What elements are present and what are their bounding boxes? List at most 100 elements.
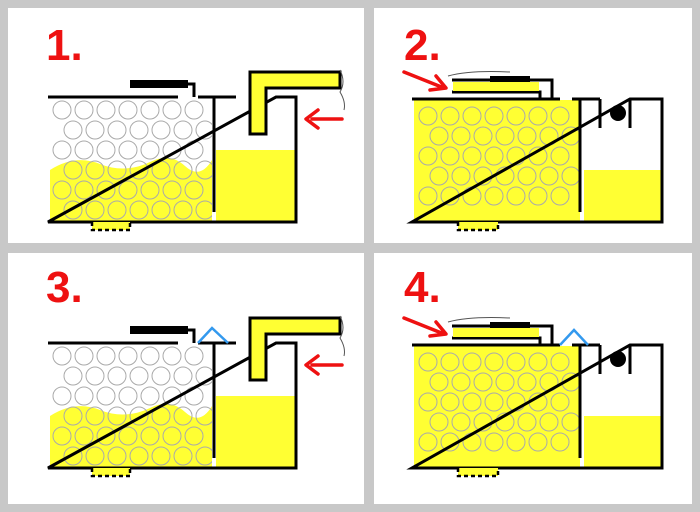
bubble — [184, 426, 204, 446]
bubble — [184, 180, 204, 200]
valve-stem — [186, 82, 196, 97]
bubble — [451, 412, 471, 432]
bubble — [63, 446, 83, 466]
panel-step-2: 2. — [374, 8, 692, 243]
bubble — [107, 160, 127, 180]
bubble — [96, 386, 116, 406]
bubble — [85, 120, 105, 140]
bubble — [74, 100, 94, 120]
liquid-main — [50, 403, 212, 468]
bubble — [195, 200, 212, 220]
bubble — [462, 146, 482, 166]
bubble — [517, 372, 537, 392]
step-number: 4. — [404, 263, 441, 312]
bubble — [118, 426, 138, 446]
bubble — [550, 186, 570, 206]
bubble — [151, 366, 171, 386]
bubble — [451, 126, 471, 146]
tank-outline — [47, 95, 298, 224]
pipe-break — [447, 317, 511, 323]
bubble — [473, 372, 493, 392]
panel-step-3: 3. — [8, 253, 364, 504]
bubble — [63, 406, 83, 426]
valve-body — [490, 322, 530, 328]
bubble — [528, 106, 548, 126]
bubble — [173, 200, 193, 220]
bubble — [140, 346, 160, 366]
bubble — [118, 386, 138, 406]
bubble — [52, 180, 72, 200]
bubble — [539, 412, 559, 432]
bubble — [484, 106, 504, 126]
inlet-pipe — [248, 316, 342, 382]
bubble — [74, 386, 94, 406]
pipe-break — [339, 69, 345, 111]
tank-outline — [47, 341, 298, 470]
inlet-pipe — [248, 70, 342, 136]
valve-body — [130, 80, 188, 88]
bubble — [484, 146, 504, 166]
bubble — [63, 120, 83, 140]
bubble — [429, 412, 449, 432]
bubble — [550, 106, 570, 126]
tank-drawing — [402, 70, 664, 232]
bubble — [129, 120, 149, 140]
bubble — [63, 160, 83, 180]
arrow-icon — [304, 108, 344, 130]
bubble — [118, 140, 138, 160]
bubble — [517, 166, 537, 186]
bubble — [140, 140, 160, 160]
bubble — [85, 160, 105, 180]
bubble — [506, 432, 526, 452]
bubble — [118, 100, 138, 120]
bubble — [418, 106, 438, 126]
arrow-icon — [402, 316, 448, 338]
bubble-layer — [418, 106, 580, 206]
drain — [456, 468, 500, 478]
bubble — [85, 446, 105, 466]
bubble — [85, 200, 105, 220]
bubble-group — [52, 100, 212, 220]
bubble — [550, 352, 570, 372]
tank-drawing — [47, 315, 345, 478]
bubble — [52, 386, 72, 406]
valve-outline — [452, 324, 554, 345]
bubble — [96, 140, 116, 160]
arrow-icon — [304, 354, 344, 376]
bubble — [96, 426, 116, 446]
panel-step-4: 4. — [374, 253, 692, 504]
tank-outline — [406, 343, 664, 470]
liquid-main — [50, 157, 212, 222]
bubble — [96, 100, 116, 120]
bubble — [418, 352, 438, 372]
bubble — [52, 346, 72, 366]
bubble — [550, 432, 570, 452]
step-number: 2. — [404, 21, 441, 70]
bubble — [418, 146, 438, 166]
bubble — [539, 166, 559, 186]
bubble — [74, 180, 94, 200]
bubble — [173, 446, 193, 466]
bubble — [495, 372, 515, 392]
bubble — [184, 100, 204, 120]
bubble — [173, 406, 193, 426]
bubble — [517, 412, 537, 432]
pipe-break — [447, 71, 511, 77]
bubble — [173, 160, 193, 180]
bubble — [528, 432, 548, 452]
bubble — [162, 426, 182, 446]
bubble — [484, 352, 504, 372]
bubble — [528, 186, 548, 206]
bubble — [462, 352, 482, 372]
bubble — [107, 406, 127, 426]
bubble — [484, 186, 504, 206]
bubble — [462, 106, 482, 126]
bubble — [140, 386, 160, 406]
arrow-icon — [402, 70, 448, 92]
bubble — [140, 426, 160, 446]
valve-body — [490, 76, 530, 82]
drain — [90, 468, 132, 478]
bubble — [184, 346, 204, 366]
bubble-layer — [52, 100, 212, 220]
